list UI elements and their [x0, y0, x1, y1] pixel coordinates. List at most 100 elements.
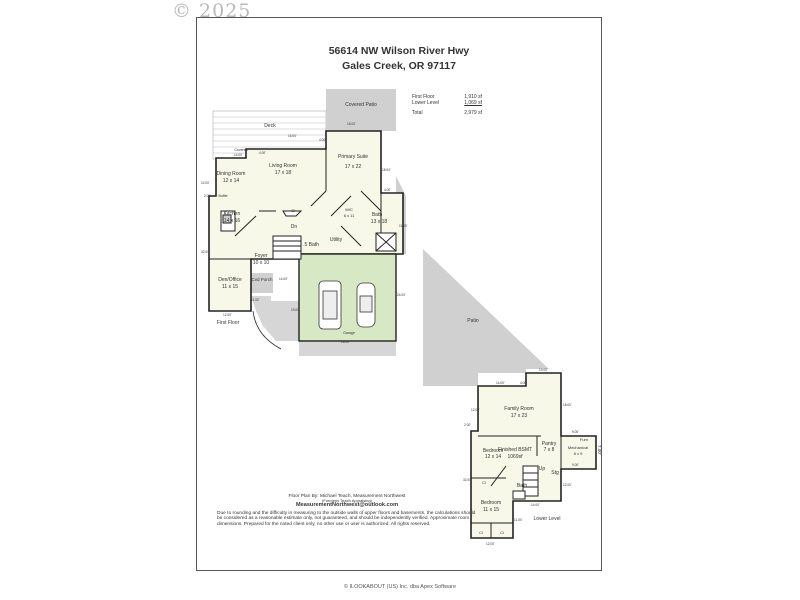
covered-label: Covered [234, 148, 247, 152]
stairs-down-label: Dn [291, 224, 298, 230]
garage-label: Garage [343, 331, 355, 335]
furnace-label: Furn [580, 437, 588, 442]
deck-label: Deck [264, 123, 276, 129]
patio-label: Patio [467, 318, 479, 324]
dining-room-label: Dining Room [217, 171, 246, 177]
first-floor-dimensions: 16.00' 16.00' 14.00' 4.00' 4.00' 12.00' … [201, 122, 408, 344]
bedroom-size: 12 x 14 [485, 454, 502, 460]
lower-bath-label: Bath [517, 483, 528, 489]
lower-level-outline [470, 372, 597, 539]
area-label: First Floor [412, 94, 435, 100]
area-value: 1,910 sf [464, 94, 482, 100]
dimension: 4.00' [520, 381, 527, 385]
first-floor-label: First Floor [217, 320, 240, 326]
credit-email: MeasurementNorthwest@outlook.com [295, 502, 399, 509]
credit-former-name: (Formerly Teach Appraising) [322, 498, 372, 504]
dimension: 11.00' [399, 224, 408, 228]
dimension: 14.00' [234, 153, 243, 157]
closet-label: Cl [482, 480, 486, 485]
dining-room-size: 12 x 14 [223, 178, 240, 184]
wic-label: WIC [345, 207, 353, 212]
finished-bsmt-size: 1069sf [507, 454, 523, 460]
dimension: 18.00' [563, 403, 572, 407]
address-line1: 56614 NW Wilson River Hwy [328, 45, 470, 57]
mechanical-size: 8 x 9 [574, 451, 583, 456]
bath-label: Bath [372, 212, 383, 218]
copyright-footer: © ILOOKABOUT (US) Inc. dba Apex Software [343, 584, 457, 590]
family-room-size: 17 x 23 [511, 413, 528, 419]
pantry-size: 7 x 8 [544, 447, 555, 453]
mechanical-label: Mechanical [568, 445, 588, 450]
dimension: 28.00' [341, 340, 350, 344]
first-floor-outline [208, 130, 404, 312]
copyright-watermark: © 2025 [172, 0, 252, 22]
bedroom-label: Bedroom [483, 448, 503, 454]
closet-label: Cl [500, 530, 504, 535]
area-label: Lower Level [412, 100, 439, 106]
foyer-size: 10 x 10 [253, 260, 270, 266]
primary-suite-size: 17 x 22 [345, 164, 362, 170]
area-value: 2,979 sf [464, 110, 482, 116]
lower-level-dimensions: 10.00' 14.00' 4.00' 12.00' 2.00' 18.00' … [463, 368, 602, 546]
dimension: 2.00' [204, 194, 211, 198]
dimension: 12.00' [486, 542, 495, 546]
dimension: 4.00' [384, 188, 391, 192]
dimension: 14.00' [496, 381, 505, 385]
dimension: 10.00' [539, 368, 548, 372]
half-bath-label: .5 Bath [303, 242, 319, 248]
finished-bsmt-label: Finished BSMT [498, 447, 532, 453]
den-office-size: 11 x 15 [222, 284, 238, 290]
area-row-total: Total 2,979 sf [412, 110, 482, 116]
dimension: 12.00' [563, 483, 572, 487]
covered-patio-text: Covered Patio [345, 102, 377, 108]
car-icon [318, 280, 342, 330]
living-room-size: 17 x 18 [275, 170, 292, 176]
lower-level-label: Lower Level [534, 516, 561, 522]
closet-label: Cl [291, 208, 295, 213]
bedroom-size: 11 x 15 [483, 507, 499, 513]
dimension: 9.00' [572, 463, 579, 467]
utility-label: Utility [330, 237, 343, 243]
bath-size: 13 x 18 [371, 219, 388, 225]
dimension: 9.00' [572, 430, 579, 434]
patio [423, 249, 549, 386]
dimension: 19.00' [291, 308, 300, 312]
dimension: 7.00' [597, 445, 602, 455]
dimension: 2.00' [464, 423, 471, 427]
dimension: 11.00' [251, 298, 260, 302]
family-room-label: Family Room [504, 406, 533, 412]
dimension: 12.00' [201, 181, 210, 185]
area-label: Total [412, 110, 423, 116]
car-icon [356, 282, 376, 328]
buffet-label: Buffet [218, 194, 227, 198]
pantry-label: Pantry [542, 441, 557, 447]
dimension: 32.00' [201, 250, 210, 254]
covered-patio-label: Covered Patio [345, 102, 377, 108]
dimension: 12.00' [471, 408, 480, 412]
dimension: 32.00' [463, 478, 472, 482]
dimension: 18.00' [382, 168, 391, 172]
kitchen-label: Kitchen [224, 211, 241, 217]
area-row-lower-level: Lower Level 1,069 sf [412, 100, 482, 106]
den-office-label: Den/Office [218, 277, 242, 283]
primary-suite-label: Primary Suite [338, 154, 368, 160]
dimension: 4.00' [319, 138, 326, 142]
dimension: 14.00' [279, 277, 288, 281]
kitchen-size: 14 x 16 [224, 218, 241, 224]
area-row-first-floor: First Floor 1,910 sf [412, 94, 482, 100]
storage-label: Stg [551, 470, 559, 476]
dimension: 14.00' [531, 503, 540, 507]
floor-plan-sheet: 56614 NW Wilson River Hwy Gales Creek, O… [196, 17, 602, 571]
garage-floor [298, 253, 397, 342]
stairs-up-label: Up [539, 466, 546, 472]
living-room-label: Living Room [269, 163, 297, 169]
credits-block: Floor Plan By: Michael Teach, Measuremen… [217, 494, 477, 527]
area-value: 1,069 sf [464, 100, 482, 106]
dimension: 12.00' [223, 313, 232, 317]
foyer-label: Foyer [255, 253, 268, 259]
address-line2: Gales Creek, OR 97117 [342, 60, 456, 72]
interior-walls [209, 149, 397, 260]
dimension: 16.00' [347, 122, 356, 126]
wic-size: 6 x 11 [344, 213, 355, 218]
